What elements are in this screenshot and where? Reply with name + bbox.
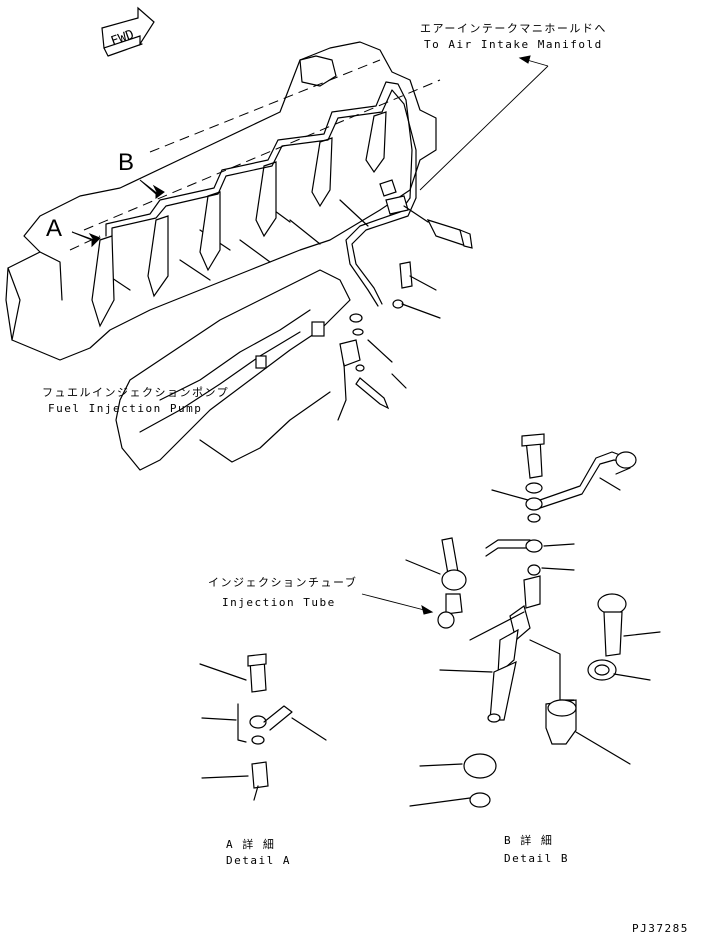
view-b-letter: B: [118, 149, 134, 176]
seal-parts: [409, 753, 497, 808]
fuel-pump-label-jp: フュエルインジェクションポンプ: [42, 386, 229, 399]
air-intake-label-jp: エアーインテークマニホールドへ: [420, 22, 607, 35]
air-intake-label-en: To Air Intake Manifold: [424, 38, 603, 51]
fwd-arrow: FWD: [101, 6, 155, 57]
air-intake-callout: エアーインテークマニホールドへ To Air Intake Manifold: [419, 22, 607, 191]
injection-tube-label-en: Injection Tube: [222, 596, 336, 609]
detail-b-label-jp: B 詳 細: [504, 833, 553, 847]
injection-tube-exploded: インジェクションチューブ Injection Tube: [208, 537, 467, 629]
detail-a-label-en: Detail A: [226, 854, 291, 867]
cylinder-head-cover: [5, 41, 441, 361]
view-a-marker: A: [46, 215, 101, 248]
nut-cluster: [485, 539, 575, 576]
holder-parts: [545, 593, 661, 765]
clamp-parts: [379, 179, 473, 319]
detail-a-parts: A 詳 細 Detail A: [199, 653, 327, 867]
detail-b-label-en: Detail B: [504, 852, 569, 865]
injection-tubes: [105, 81, 417, 307]
detail-a-label-jp: A 詳 細: [226, 837, 275, 851]
fuel-injection-pump: [115, 269, 407, 471]
injector-exploded: [439, 575, 575, 723]
injection-tube-label-jp: インジェクションチューブ: [208, 575, 357, 589]
view-a-letter: A: [46, 215, 62, 242]
tube-connector-parts: [491, 433, 637, 523]
fuel-pump-label-en: Fuel Injection Pump: [48, 402, 202, 415]
injectors: [91, 111, 387, 328]
drawing-code: PJ37285: [632, 922, 689, 935]
view-b-marker: B: [118, 149, 165, 199]
